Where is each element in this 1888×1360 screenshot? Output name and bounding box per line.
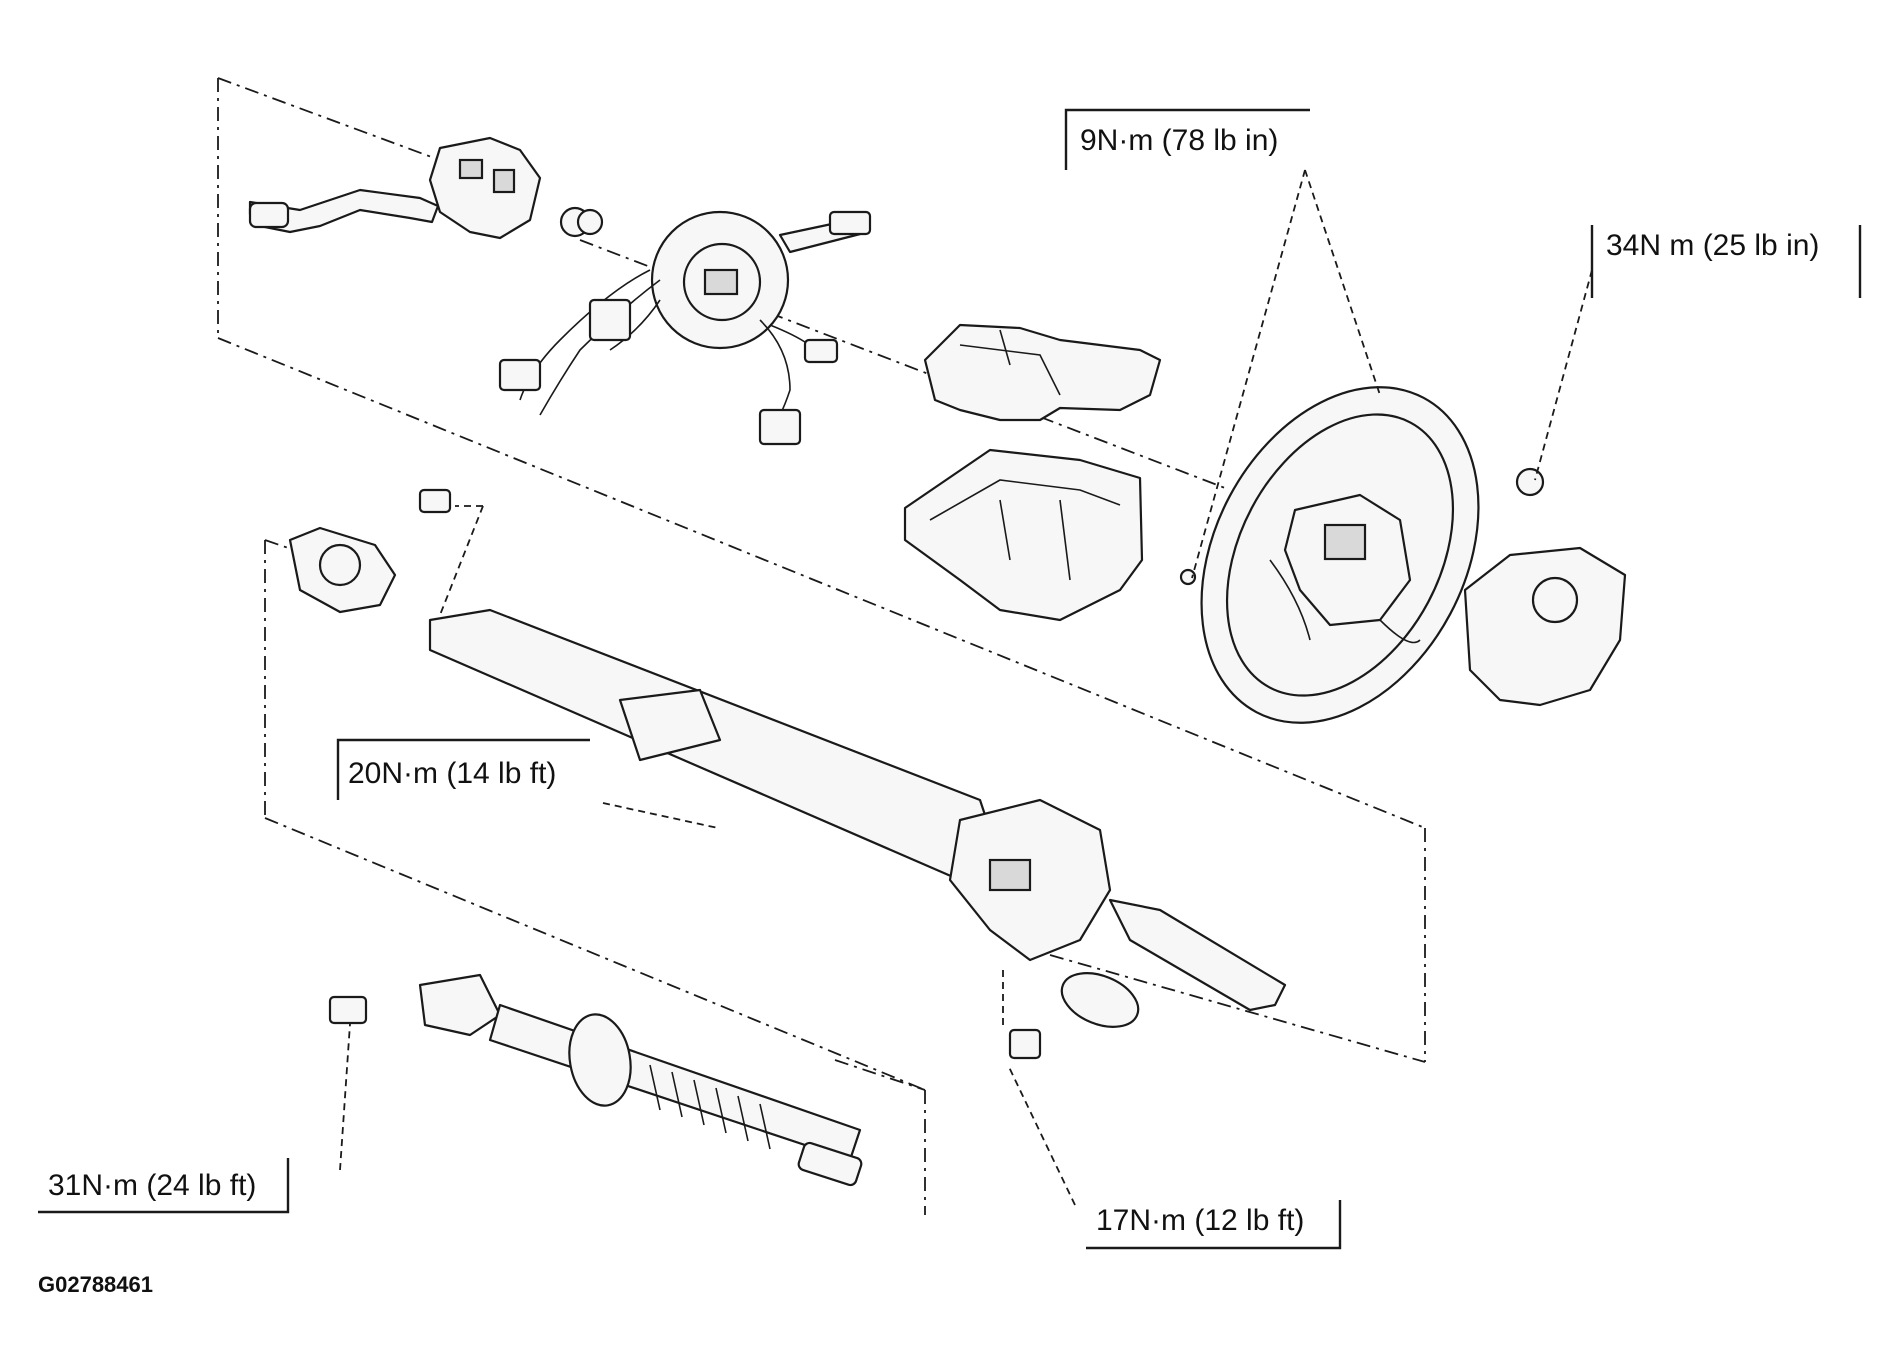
intermediate-shaft xyxy=(328,973,863,1187)
airbag-module xyxy=(1463,467,1627,707)
combination-switch xyxy=(248,136,872,446)
figure-code: G02788461 xyxy=(38,1272,153,1297)
torque-label-intermediate-shaft: 31N·m (24 lb ft) xyxy=(48,1169,256,1202)
steering-wheel xyxy=(1179,386,1480,724)
column-lower-cover xyxy=(903,448,1144,622)
leader-lines xyxy=(339,169,1593,1206)
torque-label-airbag-nut: 34N m (25 lb in) xyxy=(1606,229,1819,262)
label-brackets xyxy=(38,108,1862,1250)
column-upper-cover xyxy=(923,323,1162,422)
steering-column-shaft xyxy=(288,488,1287,1060)
torque-label-column-lower-nut: 17N·m (12 lb ft) xyxy=(1096,1204,1304,1237)
torque-label-steering-wheel: 9N·m (78 lb in) xyxy=(1080,124,1278,157)
torque-label-column-bracket: 20N·m (14 lb ft) xyxy=(348,757,556,790)
